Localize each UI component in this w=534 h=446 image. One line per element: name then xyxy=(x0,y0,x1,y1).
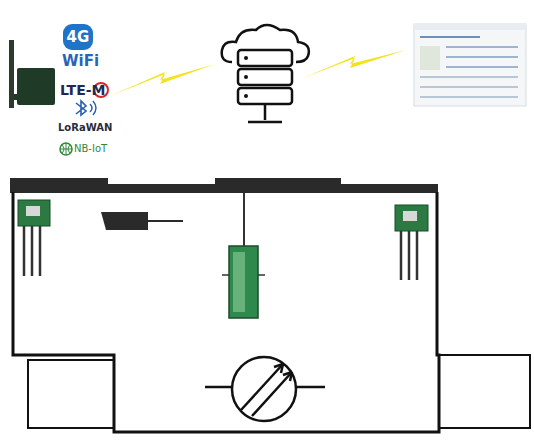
server-stand xyxy=(248,104,282,122)
lightning-bolt xyxy=(110,64,215,96)
server-unit xyxy=(238,50,292,66)
network-logo-text: LoRaWAN xyxy=(58,123,112,133)
sensor-pins xyxy=(401,231,417,280)
network-logo-text: 4G xyxy=(67,30,90,45)
bluetooth-symbol xyxy=(76,101,86,115)
probe-sensor xyxy=(101,212,148,230)
server-unit xyxy=(238,88,292,104)
hanging-wire xyxy=(243,193,245,246)
sensor-pins xyxy=(24,226,40,276)
nbiot-globe-lines xyxy=(60,143,72,155)
sensor-board xyxy=(395,205,428,231)
side-unit xyxy=(28,360,114,428)
roof-panel xyxy=(215,178,341,185)
network-logo-text: LTE-M xyxy=(60,83,105,97)
network-logo-text: WiFi xyxy=(62,54,99,69)
probe-wire xyxy=(148,220,183,222)
side-unit xyxy=(439,355,530,428)
gateway-antenna xyxy=(9,40,14,108)
badge-4g xyxy=(63,24,93,50)
bluetooth-waves xyxy=(90,101,96,115)
meter-arrows xyxy=(241,364,292,416)
meter-symbol xyxy=(232,357,296,421)
server-unit xyxy=(238,69,292,85)
network-logo-text: NB-IoT xyxy=(74,144,107,154)
nbiot-globe xyxy=(60,143,72,155)
room-walls xyxy=(13,192,439,432)
sensor-board xyxy=(18,200,50,226)
gateway-device xyxy=(17,68,55,105)
dashboard-screenshot xyxy=(414,24,526,106)
hanging-sensor xyxy=(229,246,258,318)
gateway-connector xyxy=(14,94,19,100)
roof-panel xyxy=(10,178,108,185)
roof xyxy=(10,184,438,193)
lightning-bolt xyxy=(303,50,406,78)
